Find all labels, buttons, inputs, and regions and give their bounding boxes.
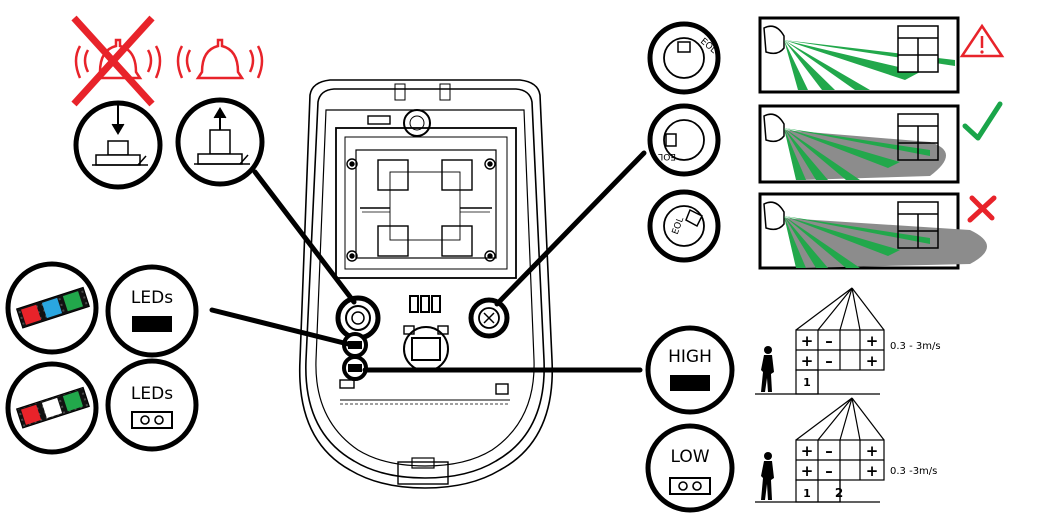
pulse-high-zones: [795, 287, 885, 395]
pulse-high-signs: + – + + – +: [801, 332, 879, 370]
eol-selector-on-board: [468, 297, 510, 339]
eol-label-2: EOL: [658, 151, 676, 161]
crossed-bell-icon: [71, 15, 162, 107]
leds-off-label: LEDs: [131, 384, 173, 404]
pulse-low-signs: + – + + – +: [801, 442, 879, 480]
tamper-disabled-bell: [71, 15, 162, 107]
low-speed-label: 0.3 -3m/s: [890, 466, 937, 477]
tamper-released-circle: [175, 97, 265, 187]
low-sign-4: +: [801, 462, 814, 480]
low-count-label-2: 2: [835, 486, 843, 500]
pulse-jumper-on-board: [342, 355, 368, 381]
eol-position-2: EOL: [647, 103, 721, 177]
pulse-high-person-icon: [761, 346, 774, 392]
tamper-pressed-circle: [73, 100, 163, 190]
low-sign-3: +: [866, 442, 879, 460]
leds-disabled-strip: [5, 361, 99, 455]
pulse-low-zones: [795, 397, 885, 503]
leds-enabled-strip: [5, 261, 99, 355]
leds-off-jumper: LEDs: [105, 358, 199, 452]
low-sign-1: +: [801, 442, 814, 460]
low-sign-2: –: [825, 442, 833, 460]
coverage-panel-2: [758, 104, 960, 184]
eol-position-1: EOL: [647, 21, 721, 95]
high-sign-5: –: [825, 352, 833, 370]
tamper-switch-on-board: [335, 295, 381, 341]
pulse-high-jumper: HIGH: [645, 325, 735, 415]
pulse-low-jumper: LOW: [645, 423, 735, 513]
low-sign-6: +: [866, 462, 879, 480]
tamper-enabled-bell: [176, 38, 264, 80]
coverage-panel-1: [758, 16, 960, 94]
pulse-low-person-icon: [761, 452, 774, 500]
coverage-panel-3: [758, 192, 987, 270]
leds-on-jumper: LEDs: [105, 264, 199, 358]
low-label: LOW: [670, 447, 709, 467]
high-sign-4: +: [801, 352, 814, 370]
high-sign-3: +: [866, 332, 879, 350]
high-speed-label: 0.3 - 3m/s: [890, 341, 941, 352]
high-sign-1: +: [801, 332, 814, 350]
eol-position-3: EOL: [647, 189, 721, 263]
cross-icon: [967, 195, 997, 223]
detector-housing: [298, 79, 554, 489]
warning-triangle-icon: [959, 23, 1005, 58]
detector-pcb: [335, 109, 517, 279]
checkmark-icon: [962, 101, 1003, 141]
high-sign-6: +: [866, 352, 879, 370]
high-sign-2: –: [825, 332, 833, 350]
high-count-label: 1: [803, 376, 811, 389]
callout-lines: [209, 150, 647, 373]
bell-icon: [176, 38, 264, 80]
low-count-label-1: 1: [803, 487, 811, 500]
high-label: HIGH: [668, 347, 712, 367]
leds-on-label: LEDs: [131, 288, 173, 308]
low-sign-5: –: [825, 462, 833, 480]
